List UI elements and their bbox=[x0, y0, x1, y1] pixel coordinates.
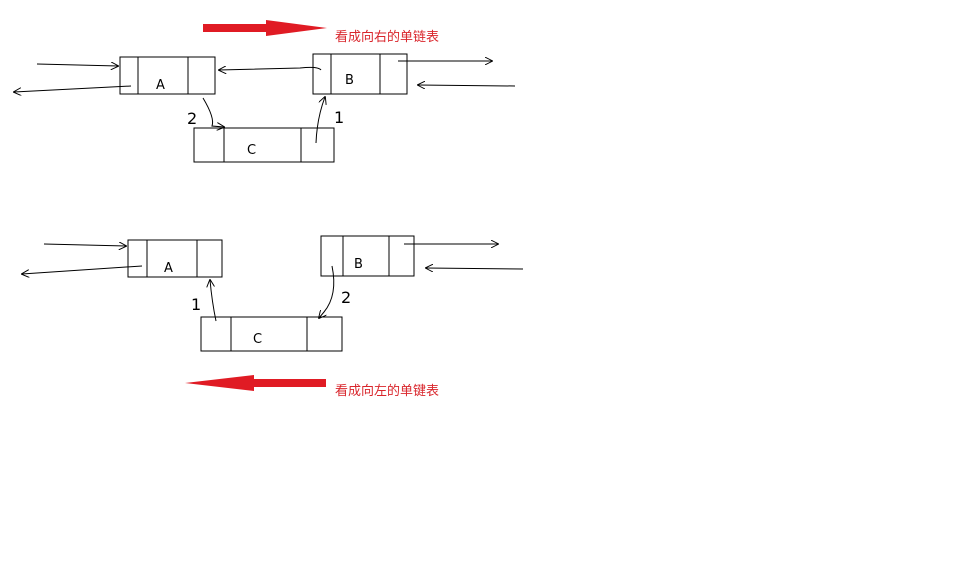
top-node-c-label: C bbox=[247, 143, 256, 158]
bottom-arrow-into-b bbox=[426, 268, 524, 269]
bottom-node-b-label: B bbox=[354, 257, 363, 272]
top-step1-arrow-c-to-b bbox=[315, 97, 325, 144]
top-node-c: C bbox=[193, 127, 335, 163]
top-arrow-into-b bbox=[418, 85, 516, 86]
top-node-b-label: B bbox=[345, 73, 354, 88]
top-step-1-label: 1 bbox=[334, 108, 344, 127]
bottom-node-b: B bbox=[320, 235, 415, 277]
bottom-node-a-label: A bbox=[164, 261, 173, 276]
left-direction-arrow bbox=[185, 375, 326, 391]
bottom-node-c: C bbox=[200, 316, 343, 352]
bottom-node-a: A bbox=[127, 239, 223, 278]
bottom-section: A B C 1 2 看成向左的单键表 bbox=[22, 235, 524, 399]
bottom-caption: 看成向左的单键表 bbox=[335, 383, 439, 399]
bottom-step-1-label: 1 bbox=[191, 295, 201, 314]
top-arrow-b-to-a bbox=[219, 67, 322, 70]
top-section: 看成向右的单链表 A B C 2 bbox=[14, 20, 516, 163]
bottom-arrow-out-of-a bbox=[22, 265, 143, 274]
top-arrow-into-a bbox=[36, 64, 118, 66]
right-direction-arrow bbox=[203, 20, 327, 36]
top-node-b: B bbox=[312, 53, 408, 95]
top-step-2-label: 2 bbox=[187, 109, 197, 128]
bottom-step2-arrow-b-to-c bbox=[319, 265, 335, 318]
bottom-arrow-into-a bbox=[43, 244, 126, 246]
top-arrow-out-of-a bbox=[14, 85, 132, 92]
bottom-node-c-label: C bbox=[253, 332, 262, 347]
top-node-a: A bbox=[119, 56, 216, 95]
top-node-a-label: A bbox=[156, 78, 165, 93]
top-step2-arrow-a-to-c bbox=[202, 97, 224, 127]
bottom-step1-arrow-c-to-a bbox=[210, 280, 217, 322]
top-caption: 看成向右的单链表 bbox=[335, 29, 439, 45]
bottom-step-2-label: 2 bbox=[341, 288, 351, 307]
